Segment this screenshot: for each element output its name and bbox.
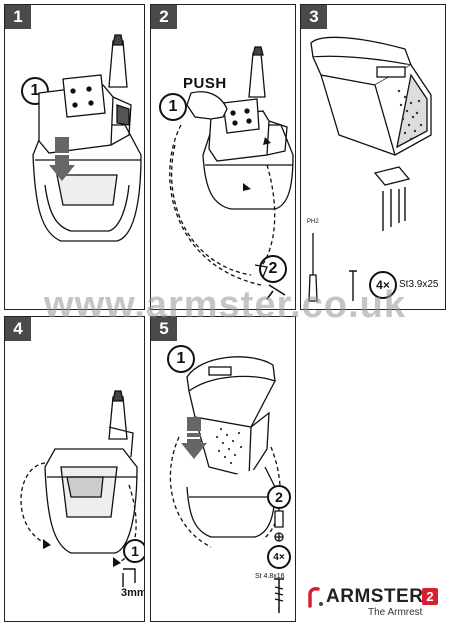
step-number-badge: 2 <box>151 5 177 29</box>
push-label: PUSH <box>183 75 227 92</box>
step-number-badge: 1 <box>5 5 31 29</box>
step-5-panel: 5 1 <box>150 316 296 622</box>
watermark: www.armster.co.uk <box>44 284 406 326</box>
step-1-panel: 1 1 <box>4 4 145 310</box>
step-3-panel: 3 PH2 4× St3.9x25 <box>300 4 446 310</box>
callout-2: 2 <box>259 255 287 283</box>
step-2-panel: 2 PUSH 1 2 <box>150 4 296 310</box>
step-number-badge: 5 <box>151 317 177 341</box>
model-number-badge: 2 <box>422 588 438 605</box>
callout-1: 1 <box>123 539 144 563</box>
armster-logo: ARMSTER 2 The Armrest <box>304 584 444 620</box>
step-4-panel: 4 1 3mm <box>4 316 145 622</box>
hole-size: 3mm <box>121 587 145 599</box>
callout-2: 2 <box>267 485 291 509</box>
armster-logo-icon <box>308 587 323 608</box>
step-number-badge: 3 <box>301 5 327 29</box>
step-number-badge: 4 <box>5 317 31 341</box>
callout-1: 1 <box>167 345 195 373</box>
down-arrow-icon <box>49 137 75 181</box>
console-drilling-illustration <box>20 390 138 587</box>
console-bracket-push-illustration <box>169 46 294 300</box>
console-bracket-illustration <box>32 34 142 242</box>
bit-label: PH2 <box>307 219 319 225</box>
callout-1: 1 <box>159 93 187 121</box>
brand-tagline: The Armrest <box>368 607 423 618</box>
screw-spec: St3.9x25 <box>399 279 439 290</box>
brand-name: ARMSTER <box>326 586 424 607</box>
screw-count: 4× <box>369 271 397 299</box>
down-arrow-icon <box>181 417 207 459</box>
screw-spec: St 4.8x16 <box>255 573 285 580</box>
screw-count: 4× <box>267 545 291 569</box>
armrest-exploded-illustration <box>308 36 432 302</box>
